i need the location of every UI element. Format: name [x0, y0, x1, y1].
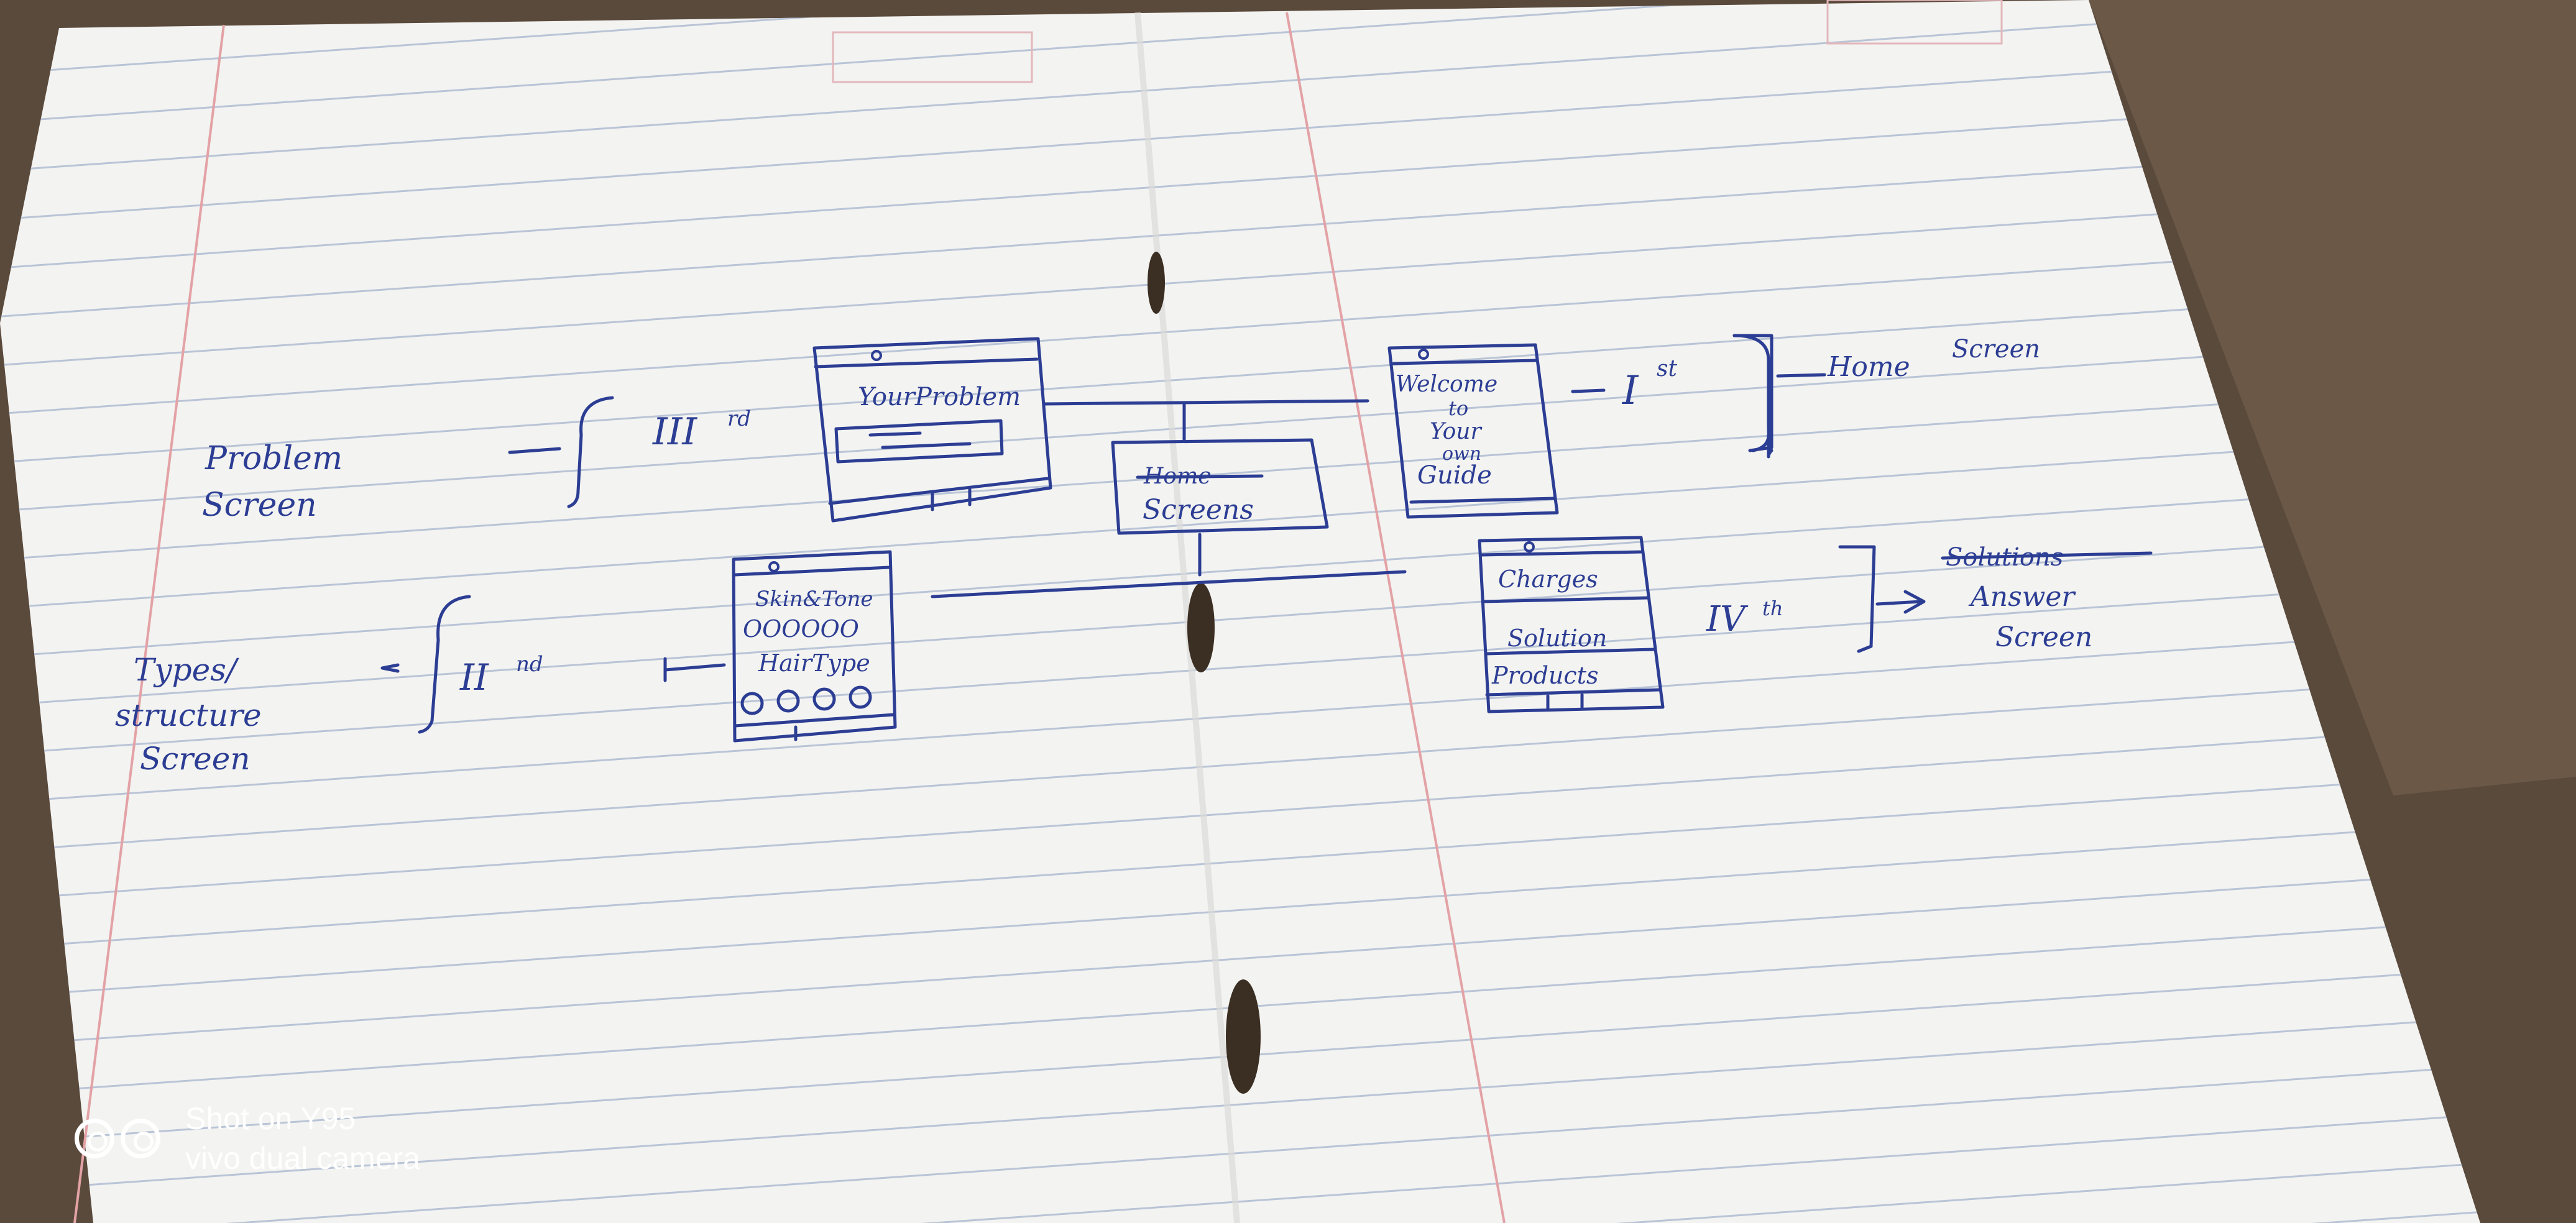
label-types-screen: Types/ structure Screen II nd — [115, 595, 726, 777]
answer-number-sup: th — [1762, 597, 1783, 620]
home-line-1: Welcome — [1396, 372, 1497, 397]
watermark-line-1: Shot on Y95 — [185, 1101, 356, 1136]
types-number-sup: nd — [516, 652, 543, 677]
phone-sketch-types: Skin&Tone OOOOOO HairType — [732, 550, 897, 743]
types-label-3: Screen — [140, 741, 251, 777]
answer-label-2: Screen — [1995, 621, 2092, 653]
emoji-row — [740, 685, 872, 715]
phone-sketch-problem: YourProblem — [812, 337, 1052, 523]
page-date-box — [832, 31, 1033, 83]
page-date-box-right — [1826, 0, 2003, 45]
label-answer-screen: IV th Solutions Answer Screen — [1706, 543, 2153, 653]
punch-hole — [1187, 583, 1215, 672]
types-number: II — [459, 656, 489, 699]
lens-icon — [75, 1119, 114, 1158]
types-label-2: structure — [115, 697, 262, 733]
answer-line-3: Products — [1491, 662, 1598, 689]
table-top-right — [2089, 0, 2576, 795]
types-line-3: HairType — [758, 649, 870, 677]
home-line-5: Guide — [1417, 461, 1492, 490]
center-label: Screens — [1143, 494, 1254, 526]
camera-lens-icon — [75, 1119, 160, 1158]
home-line-2: to — [1448, 396, 1468, 420]
home-number: I — [1622, 368, 1639, 414]
types-line-1: Skin&Tone — [755, 587, 873, 612]
home-label-2: Screen — [1952, 335, 2040, 364]
home-line-3: Your — [1430, 419, 1482, 444]
watermark-line-2: vivo dual camera — [185, 1141, 420, 1176]
margin-line-left — [73, 24, 225, 1223]
connector-lines — [931, 399, 1407, 598]
problem-number: III — [652, 410, 697, 454]
lens-icon — [121, 1119, 160, 1158]
punch-hole — [1226, 979, 1261, 1094]
problem-title: YourProblem — [858, 383, 1021, 411]
answer-line-1: Charges — [1498, 566, 1598, 593]
label-home-screen: I st Home Screen — [1571, 334, 2040, 459]
problem-label-2: Screen — [202, 487, 317, 524]
camera-watermark: Shot on Y95 vivo dual camera — [75, 1099, 420, 1178]
label-problem-screen: Problem Screen III rd — [202, 396, 751, 524]
page-fold — [1134, 12, 1240, 1223]
punch-hole — [1148, 252, 1165, 314]
problem-label-1: Problem — [205, 440, 343, 477]
home-line-4: own — [1442, 443, 1481, 465]
phone-sketch-answer: Charges Solution Products — [1478, 536, 1665, 713]
phone-sketch-home: Welcome to Your own Guide — [1387, 343, 1559, 519]
problem-number-sup: rd — [727, 406, 751, 431]
answer-number: IV — [1706, 599, 1749, 639]
center-screens-box: Home Screens — [1111, 438, 1329, 535]
answer-label-1: Answer — [1968, 581, 2076, 613]
types-label-1: Types/ — [134, 652, 239, 688]
home-number-sup: st — [1657, 356, 1677, 382]
margin-line-right — [1286, 12, 1506, 1223]
answer-line-2: Solution — [1507, 625, 1607, 652]
types-line-2: OOOOOO — [743, 615, 859, 643]
home-label-1: Home — [1827, 351, 1910, 383]
watermark-text: Shot on Y95 vivo dual camera — [185, 1099, 420, 1178]
